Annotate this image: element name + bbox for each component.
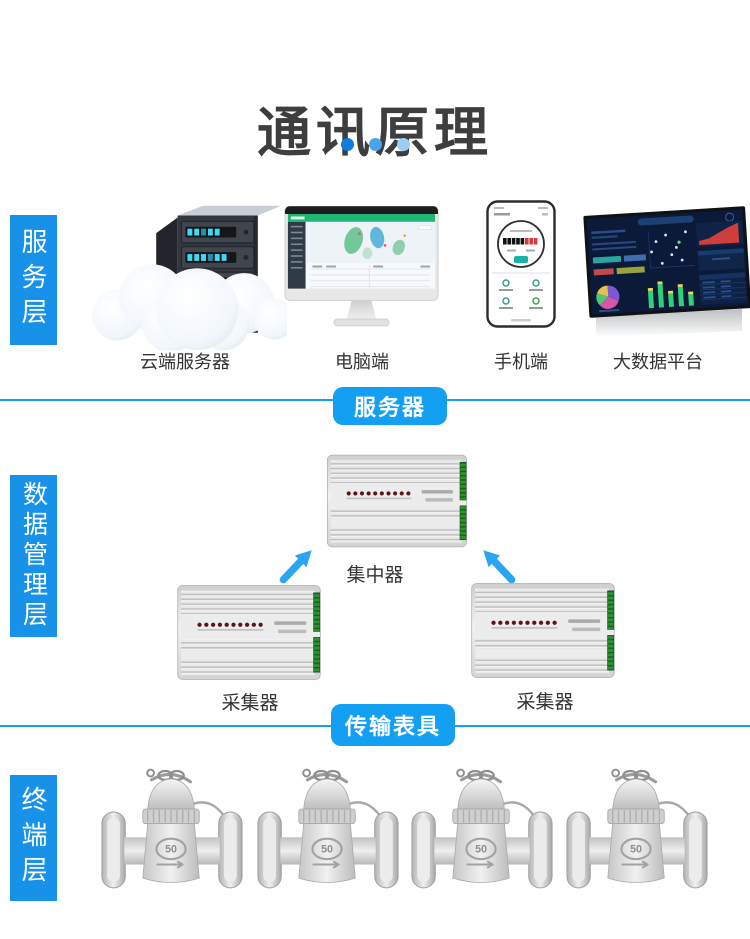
bigdata-screen-icon: [582, 203, 750, 338]
layer-label-terminal-text: 终端层: [18, 785, 48, 891]
layer-label-data-management: 数据管理层: [10, 475, 57, 637]
title-dot: [340, 138, 354, 151]
page-title: 通讯原理: [257, 103, 493, 164]
layer-label-terminal: 终端层: [10, 775, 57, 901]
uplink-arrow-left-icon: [276, 544, 318, 586]
transmission-meters-banner: 传输表具: [331, 704, 455, 746]
concentrator-device: [326, 452, 468, 550]
mobile-client-label: 手机端: [494, 352, 548, 372]
title-dot: [396, 138, 410, 151]
concentrator-label: 集中器: [346, 565, 404, 586]
water-meter-size-badge: 50: [165, 843, 177, 855]
collector-label-left: 采集器: [221, 693, 279, 714]
smartphone-icon: [486, 199, 556, 329]
water-meter-3: 50: [409, 762, 555, 896]
title-dot: [368, 138, 382, 151]
cloud-server-icon: [82, 203, 287, 351]
desktop-monitor-icon: [283, 206, 440, 329]
layer-label-service: 服务层: [10, 215, 57, 345]
water-meter-size-badge: 50: [475, 843, 487, 855]
server-banner: 服务器: [333, 387, 447, 425]
water-meter-1: 50: [99, 762, 245, 896]
cloud-server-label: 云端服务器: [140, 352, 230, 372]
title-decoration-dots: [0, 138, 750, 151]
layer-label-data-management-text: 数据管理层: [19, 481, 48, 631]
collector-device-left: [176, 584, 322, 681]
layer-label-service-text: 服务层: [18, 227, 48, 333]
water-meter-4: 50: [564, 762, 710, 896]
water-meter-size-badge: 50: [630, 843, 642, 855]
pc-client-label: 电脑端: [335, 352, 389, 372]
collector-device-right: [470, 582, 616, 679]
water-meter-2: 50: [255, 762, 401, 896]
bigdata-platform-label: 大数据平台: [613, 352, 703, 372]
water-meter-size-badge: 50: [321, 843, 333, 855]
uplink-arrow-right-icon: [477, 544, 519, 586]
collector-label-right: 采集器: [516, 692, 574, 713]
